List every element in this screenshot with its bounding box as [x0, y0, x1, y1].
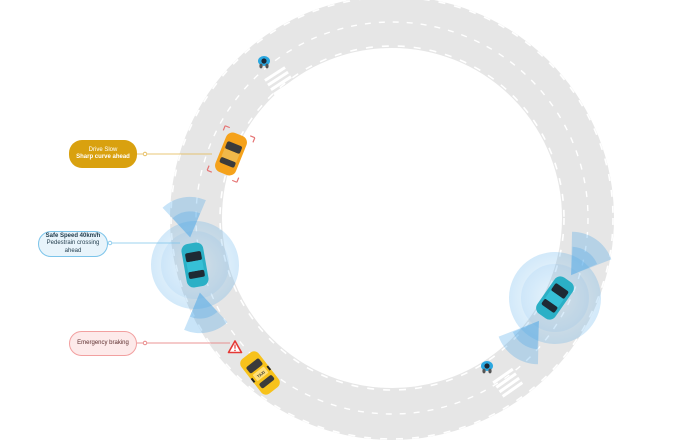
detection-brackets	[206, 125, 256, 183]
sensor-wave-icon	[184, 292, 228, 334]
teal-car-right	[498, 231, 612, 365]
taxi-sign: TAXI	[256, 369, 266, 378]
pedestrian-icon	[481, 361, 493, 374]
sensor-wave-icon	[571, 231, 612, 276]
crosswalk-top	[264, 66, 295, 96]
callout-safe-speed: Safe Speed 40km/h Pedestrain crossing ah…	[38, 231, 108, 257]
callout-title: Drive Slow	[88, 146, 118, 153]
callout-emergency-braking: Emergency braking	[69, 331, 137, 356]
callout-connectors	[107, 151, 230, 346]
callout-drive-slow: Drive Slow Sharp curve ahead	[69, 140, 137, 168]
callout-title: Safe Speed 40km/h	[45, 232, 101, 239]
outer-lane-marking	[170, 0, 614, 440]
circular-road	[170, 0, 614, 440]
inner-lane-marking	[219, 45, 565, 391]
sensor-wave-icon	[498, 320, 539, 365]
taxi-car: TAXI	[240, 351, 280, 395]
warning-triangle-icon	[227, 340, 243, 354]
callout-subtitle: Sharp curve ahead	[76, 154, 130, 160]
callout-title: Emergency braking	[77, 339, 129, 346]
pedestrian-icon	[258, 56, 270, 69]
crosswalk-bottom-right	[492, 367, 524, 398]
orange-car	[206, 125, 256, 183]
sensor-wave-icon	[162, 196, 206, 238]
callout-subtitle: Pedestrain crossing ahead	[46, 240, 100, 254]
center-lane-marking	[195, 21, 589, 415]
